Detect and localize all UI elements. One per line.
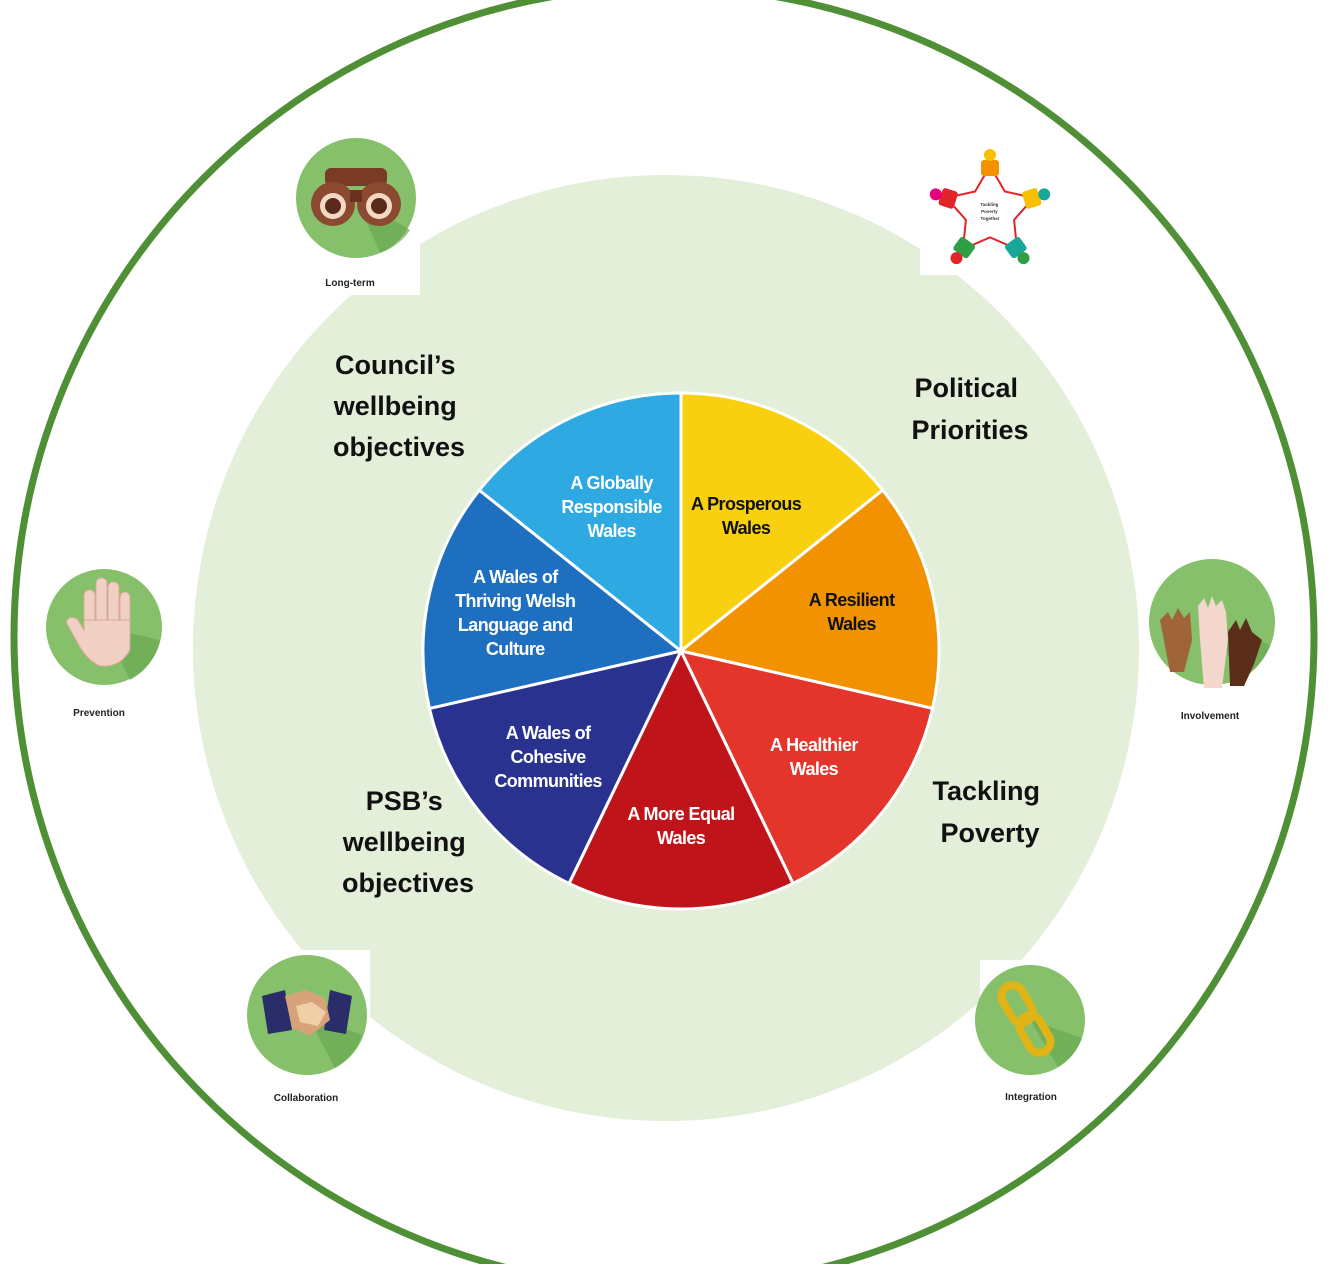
pie-label-line: Cohesive: [510, 747, 586, 767]
pie-label-line: A Prosperous: [691, 494, 802, 514]
principle-label-integration: Integration: [1005, 1092, 1057, 1103]
pie-label-line: Responsible: [561, 497, 662, 517]
pie-label-line: A Wales of: [473, 567, 559, 587]
pie-label-line: A Resilient: [809, 590, 895, 610]
pie-label-line: Language and: [458, 615, 573, 635]
pie-label-line: A Healthier: [770, 735, 858, 755]
councils-line-3: objectives: [333, 432, 465, 462]
psb-line-3: objectives: [342, 868, 474, 898]
pie-label-line: A Globally: [570, 473, 653, 493]
logo-text: Tackling Poverty Together: [980, 202, 999, 221]
principle-collaboration: Collaboration: [247, 955, 367, 1104]
logo-person-body: [981, 160, 999, 176]
pie-label-line: Thriving Welsh: [455, 591, 575, 611]
principle-label-involvement: Involvement: [1181, 711, 1240, 722]
political-line-2: Priorities: [911, 415, 1028, 445]
principle-label-collaboration: Collaboration: [274, 1093, 338, 1104]
pie-label-line: Wales: [790, 759, 839, 779]
pie-slice-a-resilient-wales: [677, 488, 941, 711]
pie-label-line: Communities: [494, 771, 602, 791]
binoculars-icon: [311, 168, 401, 226]
tackling-line-2: Poverty: [940, 818, 1039, 848]
pie-slice-a-more-equal-wales: [567, 647, 795, 911]
councils-objectives-label: Council’s wellbeing objectives: [333, 350, 465, 462]
principle-involvement: Involvement: [1149, 559, 1275, 722]
hand-icon: [65, 577, 131, 667]
logo-person-head: [984, 149, 996, 161]
tackling-poverty-together-logo: Tackling Poverty Together: [929, 149, 1051, 265]
principle-label-prevention: Prevention: [73, 708, 125, 719]
logo-line-1: Tackling: [980, 202, 998, 207]
logo-person-head: [929, 188, 942, 201]
raised-hands-icon: [1160, 596, 1262, 688]
handshake-icon: [262, 990, 352, 1036]
pie-label-line: Culture: [486, 639, 545, 659]
pie-slice-a-globally-responsible-wales: [477, 391, 683, 655]
pie-slice-a-prosperous-wales: [679, 391, 885, 655]
logo-person-head: [950, 252, 963, 265]
councils-line-1: Council’s: [335, 350, 456, 380]
pie-slice-a-wales-of-cohesive-communities: [427, 648, 684, 886]
political-line-1: Political: [914, 373, 1018, 403]
pie-label-line: Wales: [827, 614, 876, 634]
principle-prevention: Prevention: [46, 569, 162, 719]
principle-long-term: Long-term: [296, 138, 416, 289]
pie-slice-a-healthier-wales: [678, 648, 935, 886]
pie-slice-a-wales-of-thriving-welsh-language-and-culture: [421, 488, 685, 711]
psb-line-1: PSB’s: [366, 786, 443, 816]
pie-label-line: Wales: [722, 518, 771, 538]
chain-link-icon: [997, 981, 1055, 1057]
councils-line-2: wellbeing: [333, 391, 457, 421]
tackling-poverty-label: Tackling Poverty: [932, 776, 1047, 848]
tackling-line-1: Tackling: [932, 776, 1040, 806]
pie-label-line: A More Equal: [627, 804, 734, 824]
psb-line-2: wellbeing: [342, 827, 466, 857]
psb-objectives-label: PSB’s wellbeing objectives: [342, 786, 474, 898]
pie-label-line: Wales: [587, 521, 636, 541]
logo-person-head: [1038, 188, 1051, 201]
logo-figures: [929, 149, 1051, 265]
pie-label-line: Wales: [657, 828, 706, 848]
logo-person-head: [1017, 252, 1030, 265]
logo-person-body: [1022, 188, 1042, 209]
logo-line-2: Poverty: [981, 209, 998, 214]
principle-integration: Integration: [975, 965, 1085, 1103]
logo-person-body: [938, 188, 958, 209]
principle-label-long-term: Long-term: [325, 278, 375, 289]
logo-line-3: Together: [981, 216, 1000, 221]
pie-label-line: A Wales of: [506, 723, 592, 743]
political-priorities-label: Political Priorities: [911, 373, 1028, 445]
